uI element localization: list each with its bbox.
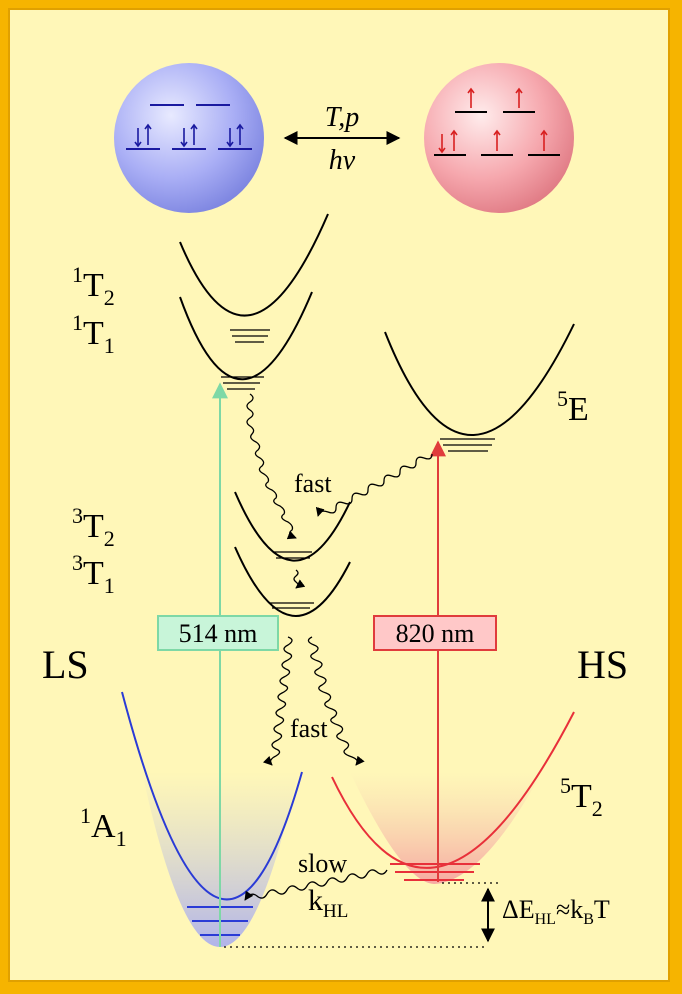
wavy-arrow-3T2-to-3T1 — [293, 569, 306, 589]
label-3T2: 3T2 — [72, 503, 115, 551]
curve-5T2 — [331, 711, 575, 869]
label-5T2: 5T2 — [560, 773, 603, 821]
hs-vibrational-levels — [390, 863, 480, 881]
label-box-514: 514 nm — [157, 615, 279, 651]
hs-curve-fill — [350, 772, 542, 884]
wavy-arrow-1T1-to-3T2 — [246, 393, 297, 540]
diagram-frame: T,p hν 514 nm 820 nm — [8, 8, 670, 982]
wavy-arrow-3T1-to-HS — [307, 636, 365, 766]
label-514: 514 nm — [179, 619, 258, 648]
label-820: 820 nm — [396, 619, 475, 648]
label-box-820: 820 nm — [373, 615, 497, 651]
label-slow: slow — [298, 849, 347, 878]
label-fast-lower: fast — [290, 714, 328, 743]
arrow-label-top: T,p — [325, 102, 360, 133]
curve-3T2 — [234, 491, 351, 562]
label-1A1: 1A1 — [80, 803, 127, 851]
curve-1A1 — [121, 691, 303, 901]
ls-sphere — [114, 63, 264, 213]
curve-1T2 — [179, 213, 329, 317]
energy-gap — [224, 882, 502, 948]
relaxation-arrows — [244, 393, 433, 901]
label-5E: 5E — [557, 386, 589, 428]
wavy-arrow-3T1-to-LS — [262, 636, 293, 766]
vibrational-levels — [221, 329, 495, 609]
wavy-arrow-5E-to-3T2 — [315, 453, 433, 517]
label-3T1: 3T1 — [72, 550, 115, 598]
label-1T1: 1T1 — [72, 310, 115, 358]
label-energy-gap: ΔEHL≈kBT — [502, 895, 610, 928]
spin-crossover-diagram: T,p hν 514 nm 820 nm — [42, 63, 628, 948]
hs-sphere — [424, 63, 574, 213]
curve-3T1 — [234, 546, 351, 617]
curve-1T1 — [179, 291, 313, 381]
label-LS: LS — [42, 642, 89, 687]
label-fast-upper: fast — [294, 469, 332, 498]
wavy-arrow-HS-to-LS — [244, 869, 388, 901]
label-1T2: 1T2 — [72, 262, 115, 310]
arrow-label-bottom: hν — [329, 145, 356, 176]
equilibrium-arrow: T,p hν — [283, 102, 401, 176]
ls-electron-arrows — [134, 123, 244, 148]
label-kHL: kHL — [308, 884, 348, 922]
hs-electron-arrows — [438, 87, 548, 154]
curve-5E — [384, 323, 575, 436]
label-HS: HS — [577, 642, 628, 687]
